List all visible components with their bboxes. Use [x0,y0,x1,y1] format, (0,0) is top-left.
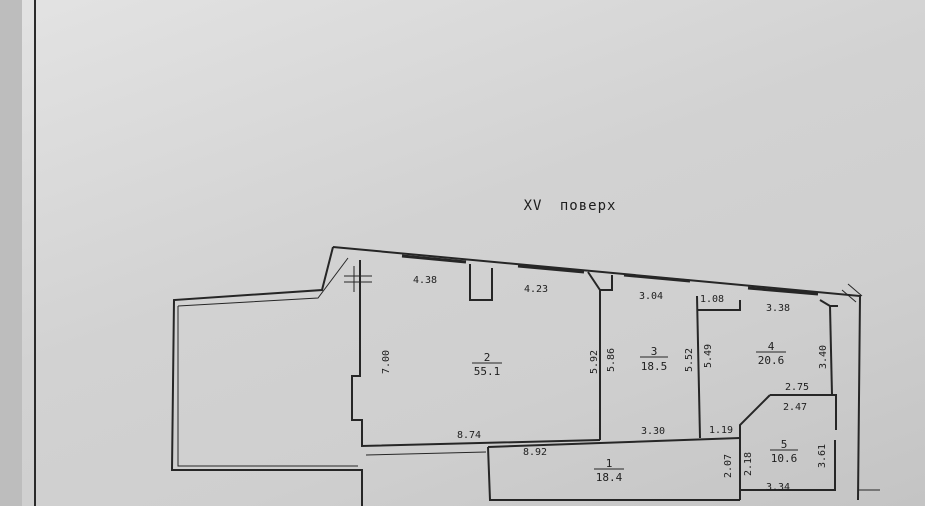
wall-room1-left [487,446,740,501]
dimension-label: 4.23 [524,284,548,295]
outer-wall [332,246,862,501]
wall-room5 [770,394,837,430]
room-area: 18.5 [641,360,668,373]
room-number: 2 [484,351,491,364]
wall-room4 [697,300,741,311]
wall-room5-bottom [740,440,836,491]
pillar [819,299,838,307]
floor-title: XV поверх [523,198,617,214]
windows [401,254,819,296]
dimension-label: 8.92 [523,447,547,458]
dimension-label: 1.19 [709,425,733,436]
dimension-label: 4.38 [413,275,437,286]
pillar [469,264,493,301]
inner-lining [177,257,487,467]
wall-room1 [487,437,741,448]
dimension-label: 1.08 [700,294,724,305]
dimensions-horizontal: 4.38 4.23 3.04 1.08 3.38 2.75 2.47 8.74 … [413,275,809,493]
window [747,286,819,296]
room-number: 5 [781,438,788,451]
room-area: 20.6 [758,354,785,367]
scan-edge [0,0,22,506]
dimension-label: 3.04 [639,291,663,302]
outer-wall-left [170,246,363,506]
wall-room4-right [829,305,833,396]
room-area: 55.1 [474,365,501,378]
dimension-label: 2.18 [743,452,754,476]
dimension-label: 5.52 [684,348,695,372]
room-number: 1 [606,457,613,470]
room-area: 18.4 [596,471,623,484]
wall-room3-right [696,295,701,439]
dimension-label: 2.75 [785,382,809,393]
dimension-label: 7.00 [381,350,392,374]
dimension-label: 3.38 [766,303,790,314]
dimension-label: 3.30 [641,426,665,437]
dimension-label: 3.34 [766,482,790,493]
wall-room5-left [739,394,771,500]
margin-line [34,0,36,506]
dimension-label: 5.92 [589,350,600,374]
room-area: 10.6 [771,452,798,465]
wall-room2-left [351,260,601,448]
dimension-label: 2.07 [723,454,734,478]
window [401,254,467,264]
room-number: 3 [651,345,658,358]
room-number: 4 [768,340,775,353]
dimensions-vertical: 7.00 5.92 5.86 5.52 5.49 3.40 2.07 2.18 … [381,344,829,478]
dimension-label: 3.40 [818,345,829,369]
dimension-label: 8.74 [457,430,481,441]
dimension-label: 5.49 [703,344,714,368]
room-labels: 2 55.1 3 18.5 4 20.6 1 18.4 5 10.6 [472,340,798,484]
wall-ticks [344,266,880,491]
window [623,273,691,283]
dimension-label: 3.61 [817,444,828,468]
pillar [587,271,613,291]
walls [170,246,862,506]
window [517,264,585,274]
dimension-label: 2.47 [783,402,807,413]
dimension-label: 5.86 [606,348,617,372]
